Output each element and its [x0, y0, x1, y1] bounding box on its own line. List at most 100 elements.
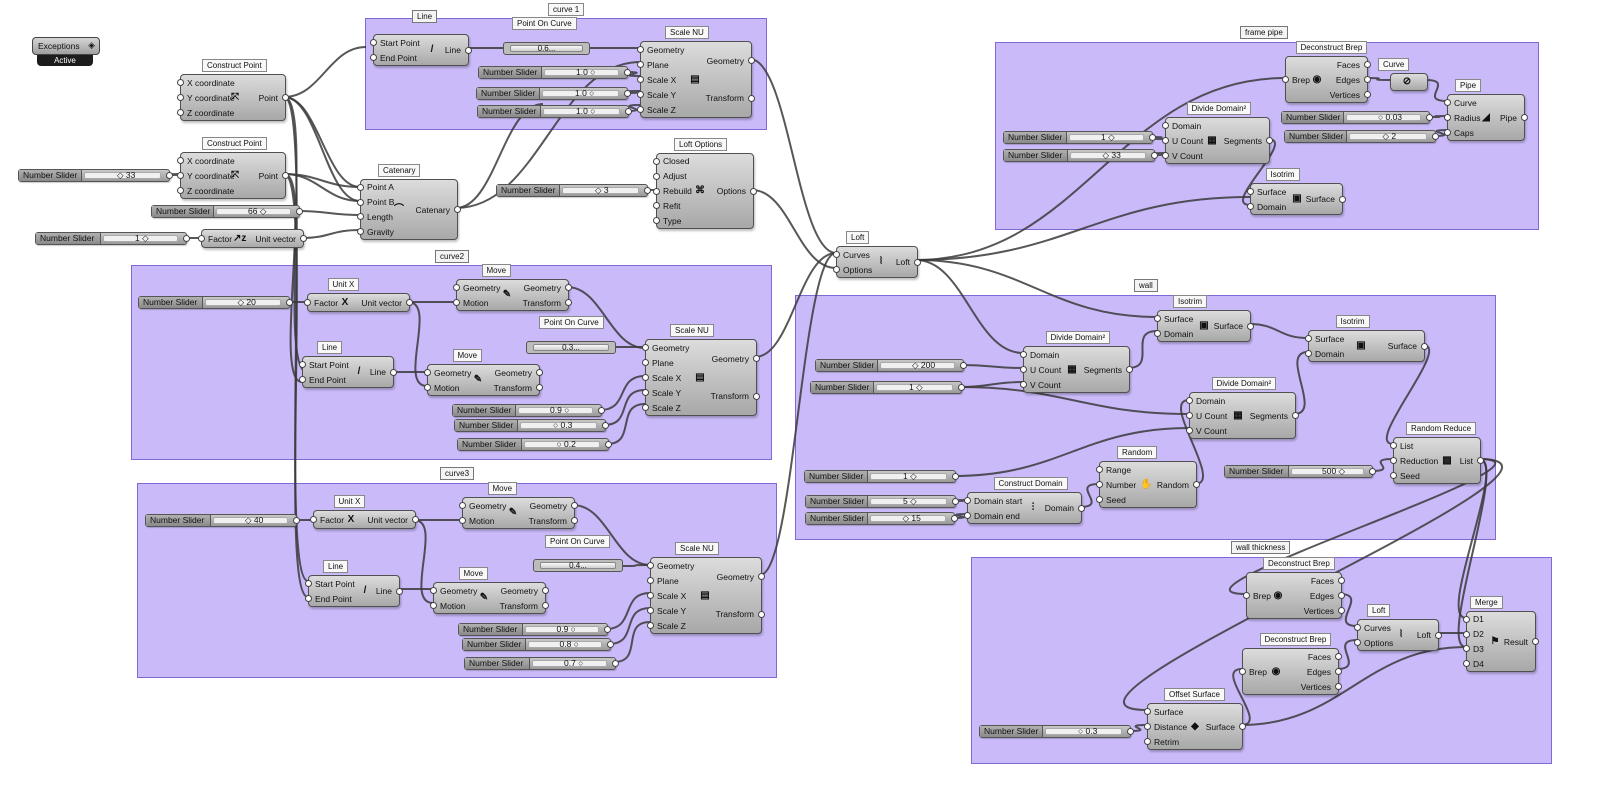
- input-port-label[interactable]: D1: [1473, 614, 1484, 625]
- input-pin[interactable]: [637, 46, 644, 53]
- input-port-label[interactable]: Y coordinate: [187, 170, 235, 181]
- input-port-label[interactable]: Plane: [652, 357, 674, 368]
- input-pin[interactable]: [1243, 592, 1250, 599]
- output-name-label[interactable]: Result: [1503, 636, 1528, 647]
- input-pin[interactable]: [1444, 114, 1451, 121]
- number-slider[interactable]: Number Slider◇ 33: [18, 169, 173, 182]
- slider-track[interactable]: [876, 384, 953, 391]
- output-port-label[interactable]: Transform: [715, 609, 754, 620]
- slider-track[interactable]: [518, 407, 593, 414]
- output-name-label[interactable]: Line: [375, 586, 392, 596]
- input-port-label[interactable]: Start Point: [380, 37, 420, 48]
- output-port-label[interactable]: Geometry: [711, 353, 749, 364]
- input-pin[interactable]: [1463, 615, 1470, 623]
- slider-track[interactable]: [1045, 728, 1122, 735]
- output-pin[interactable]: [565, 284, 572, 291]
- input-port-label[interactable]: Seed: [1400, 470, 1420, 481]
- input-pin[interactable]: [299, 376, 306, 383]
- input-port-label[interactable]: End Point: [315, 593, 352, 604]
- input-pin[interactable]: [430, 587, 437, 594]
- output-pin[interactable]: [753, 355, 760, 363]
- slider-track[interactable]: [205, 299, 281, 306]
- slider-value[interactable]: 0.8 ○: [559, 639, 579, 649]
- input-pin[interactable]: [1247, 203, 1254, 210]
- output-pin[interactable]: [1521, 114, 1528, 121]
- output-pin[interactable]: [750, 187, 757, 195]
- input-port-label[interactable]: Options: [843, 264, 873, 275]
- input-port-label[interactable]: Scale X: [657, 590, 687, 601]
- slider-value[interactable]: 1 ◇: [135, 233, 149, 243]
- slider-track[interactable]: [84, 172, 161, 179]
- output-pin[interactable]: [542, 587, 549, 594]
- input-port-label[interactable]: Geometry: [463, 282, 501, 293]
- output-name-label[interactable]: Domain: [1044, 503, 1074, 513]
- input-pin[interactable]: [357, 213, 364, 221]
- output-name-label[interactable]: Line: [369, 367, 386, 377]
- output-pin[interactable]: [296, 208, 303, 215]
- output-pin[interactable]: [1338, 577, 1345, 584]
- input-port-label[interactable]: Factor: [208, 233, 233, 244]
- input-pin[interactable]: [1162, 152, 1169, 159]
- input-port-label[interactable]: Scale X: [647, 74, 677, 85]
- input-pin[interactable]: [1186, 427, 1193, 434]
- input-port-label[interactable]: Motion: [434, 382, 460, 393]
- input-port-label[interactable]: Curves: [1364, 622, 1391, 633]
- slider-value[interactable]: ◇ 20: [237, 297, 256, 307]
- output-pin[interactable]: [1426, 114, 1433, 121]
- output-pin[interactable]: [1369, 468, 1376, 475]
- slider-track[interactable]: [525, 626, 599, 633]
- slider-track[interactable]: [562, 187, 639, 194]
- input-pin[interactable]: [310, 516, 317, 523]
- input-port-label[interactable]: Scale Z: [652, 402, 681, 413]
- input-port-label[interactable]: Plane: [657, 575, 679, 586]
- input-pin[interactable]: [647, 577, 654, 584]
- input-pin[interactable]: [1282, 76, 1289, 83]
- input-port-label[interactable]: Motion: [440, 600, 466, 611]
- input-pin[interactable]: [304, 299, 311, 306]
- slider-track[interactable]: [1291, 468, 1364, 475]
- output-port-label[interactable]: Faces: [1310, 575, 1334, 586]
- input-pin[interactable]: [964, 512, 971, 519]
- input-port-label[interactable]: Surface: [1154, 706, 1184, 717]
- input-pin[interactable]: [964, 497, 971, 504]
- slider-track[interactable]: [1349, 133, 1427, 140]
- input-port-label[interactable]: Range: [1106, 464, 1132, 475]
- input-port-label[interactable]: Number: [1106, 479, 1137, 490]
- slider-track[interactable]: [870, 498, 947, 505]
- output-name-label[interactable]: Unit vector: [367, 514, 408, 525]
- input-pin[interactable]: [1305, 350, 1312, 357]
- input-pin[interactable]: [642, 374, 649, 381]
- slider-track[interactable]: [870, 473, 947, 480]
- slider-track[interactable]: [540, 562, 616, 569]
- input-pin[interactable]: [1186, 412, 1193, 419]
- input-pin[interactable]: [1390, 457, 1397, 464]
- slider-value[interactable]: ◇ 40: [245, 515, 264, 525]
- output-pin[interactable]: [286, 299, 293, 306]
- output-port-label[interactable]: Geometry: [500, 585, 538, 596]
- input-port-label[interactable]: Distance: [1154, 721, 1188, 732]
- output-pin[interactable]: [960, 362, 967, 369]
- input-pin[interactable]: [653, 157, 660, 165]
- output-pin[interactable]: [282, 94, 289, 101]
- input-pin[interactable]: [1020, 366, 1027, 373]
- output-port-label[interactable]: Edges: [1335, 74, 1360, 85]
- input-pin[interactable]: [370, 39, 377, 46]
- slider-track[interactable]: [880, 362, 955, 369]
- output-pin[interactable]: [1364, 91, 1371, 98]
- output-pin[interactable]: [1432, 133, 1439, 140]
